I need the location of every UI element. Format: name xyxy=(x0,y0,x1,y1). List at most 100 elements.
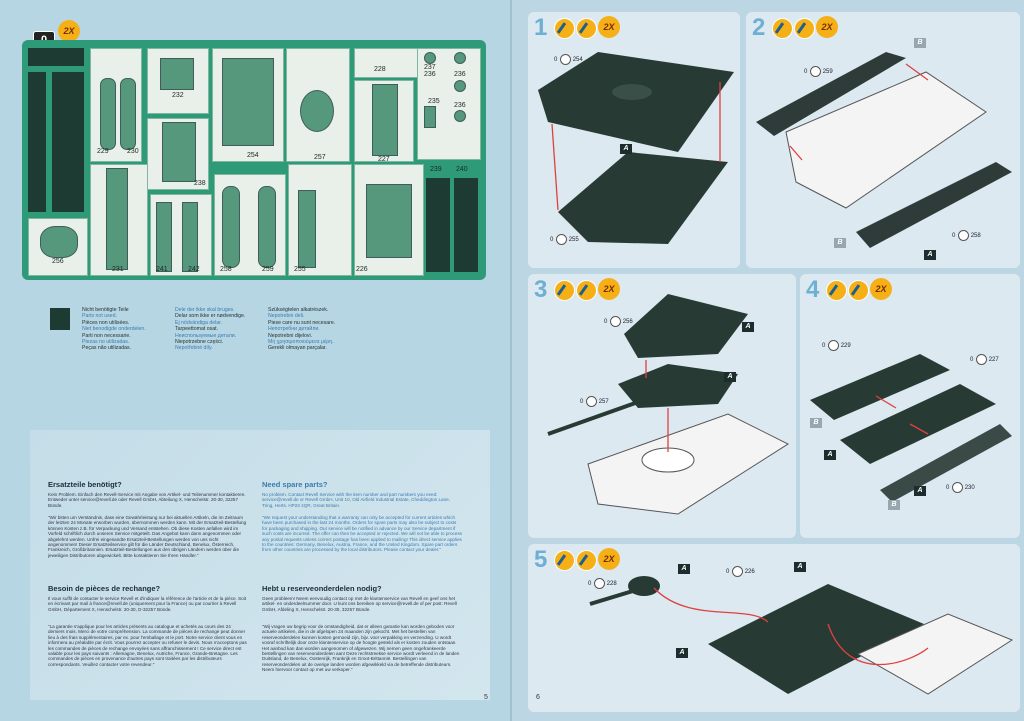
tag-a: A xyxy=(678,564,690,574)
part-number: 255 xyxy=(294,266,306,273)
road-wheel-strip xyxy=(880,424,1012,502)
part-callout: 0 228 xyxy=(588,578,617,589)
part-number: 239 xyxy=(430,166,442,173)
step-number: 2 xyxy=(752,14,766,41)
heading-en: Need spare parts? xyxy=(262,480,328,489)
step-1-drawing xyxy=(538,52,734,244)
text-en-2: "We request your understanding that a wa… xyxy=(262,515,462,553)
engine-deck-part xyxy=(708,584,924,694)
placement-arrow xyxy=(909,423,929,435)
heading-nl: Hebt u reserveonderdelen nodig? xyxy=(262,584,382,593)
background-pattern xyxy=(30,430,490,700)
quantity-badge: 2X xyxy=(598,16,620,38)
lower-turret-part xyxy=(618,364,738,408)
tag-a: A xyxy=(794,562,806,572)
part-callout: 0 227 xyxy=(970,354,999,365)
placement-arrow xyxy=(827,623,929,666)
part-number: 238 xyxy=(194,180,206,187)
side-plate-part xyxy=(840,384,996,464)
part-number: 242 xyxy=(188,266,200,273)
page-number: 6 xyxy=(536,694,540,701)
paint-brush-icon xyxy=(848,280,869,301)
step-4-drawing xyxy=(810,354,1012,502)
step-5-drawing xyxy=(589,576,1014,695)
tag-a: A xyxy=(742,322,754,332)
part-number: 231 xyxy=(112,266,124,273)
text-fr-2: "La garantie s'applique pour les article… xyxy=(48,624,247,667)
left-page: 0 2X xyxy=(22,20,490,701)
part-number: 232 xyxy=(172,92,184,99)
paint-brush-icon xyxy=(576,18,597,39)
step-2-panel: 2 2X B B A 0 259 0 258 xyxy=(746,12,1020,268)
step-5-panel: 5 2X A A A 0 228 0 226 xyxy=(528,544,1020,712)
part-number: 227 xyxy=(378,156,390,163)
text-nl-2: "Wij vragen uw begrip voor de omstandigh… xyxy=(262,624,460,673)
tag-b: B xyxy=(888,500,900,510)
paint-brush-icon xyxy=(576,280,597,301)
step-1-panel: 1 2X A 0 254 0 255 xyxy=(528,12,740,268)
hull-assembly xyxy=(785,71,987,209)
step-3-drawing xyxy=(547,294,790,515)
step-4-panel: 4 2X B A A B 0 229 0 227 0 230 xyxy=(800,274,1020,538)
part-number: 254 xyxy=(247,152,259,159)
quantity-badge: 2X xyxy=(598,278,620,300)
part-number: 257 xyxy=(314,154,326,161)
heading-fr: Besoin de pièces de rechange? xyxy=(48,584,161,593)
part-number: 226 xyxy=(356,266,368,273)
part-number: 259 xyxy=(262,266,274,273)
text-fr: Il vous suffit de contacter le service R… xyxy=(48,596,247,612)
tag-a: A xyxy=(724,372,736,382)
tag-a: A xyxy=(924,250,936,260)
tag-a: A xyxy=(914,486,926,496)
text-en: No problem. Contact Revell Service with … xyxy=(262,492,450,508)
placement-arrow xyxy=(905,63,929,81)
part-callout: 0 229 xyxy=(822,340,851,351)
quantity-badge: 2X xyxy=(598,548,620,570)
placement-arrow xyxy=(551,123,559,211)
tag-b: B xyxy=(914,38,926,48)
text-de: Kein Problem. Einfach den Revell-Service… xyxy=(48,492,246,508)
right-page: 1 2X A 0 254 0 255 2 2X B B A 0 259 xyxy=(512,0,1024,721)
text-de-2: "Wir bitten um Verständnis, dass eine Ge… xyxy=(48,515,247,558)
hull-assembly xyxy=(856,613,1014,695)
placement-arrow xyxy=(875,395,897,409)
part-number: 228 xyxy=(374,66,386,73)
track-part xyxy=(856,162,1012,248)
page-number: 5 xyxy=(484,694,488,701)
part-number: 258 xyxy=(220,266,232,273)
step-number: 3 xyxy=(534,276,548,303)
placement-arrow xyxy=(653,587,769,623)
step-number: 1 xyxy=(534,14,548,41)
upper-turret-part xyxy=(624,294,748,358)
part-number: 241 xyxy=(156,266,168,273)
part-callout: 0 256 xyxy=(604,316,633,327)
legend-column-2: Dele der ikke skal bruges.Delar som ikke… xyxy=(175,307,246,352)
part-callout: 0 226 xyxy=(726,566,755,577)
turret-ring xyxy=(612,84,652,100)
step-number: 4 xyxy=(806,276,820,303)
legend-column-3: Szükségtelen alkatrészek.Nepotrebni deli… xyxy=(268,307,336,352)
glue-icon xyxy=(554,550,575,571)
glue-icon xyxy=(554,18,575,39)
part-number: 240 xyxy=(456,166,468,173)
part-number: 229 xyxy=(97,148,109,155)
part-number: 236 xyxy=(454,71,466,78)
tag-a: A xyxy=(676,648,688,658)
tag-a: A xyxy=(824,450,836,460)
part-callout: 0 230 xyxy=(946,482,975,493)
glue-icon xyxy=(826,280,847,301)
part-number: 236 xyxy=(454,102,466,109)
tag-b: B xyxy=(834,238,846,248)
gun-barrel xyxy=(589,588,637,606)
step-2-drawing xyxy=(756,52,1012,248)
part-number: 236 xyxy=(424,71,436,78)
track-part xyxy=(756,52,906,136)
quantity-badge: 2X xyxy=(870,278,892,300)
unused-parts-swatch xyxy=(50,308,70,330)
upper-hull-part xyxy=(538,52,734,152)
part-number: 235 xyxy=(428,98,440,105)
heading-de: Ersatzteile benötigt? xyxy=(48,480,122,489)
gun-barrel xyxy=(547,400,639,436)
part-callout: 0 259 xyxy=(804,66,833,77)
